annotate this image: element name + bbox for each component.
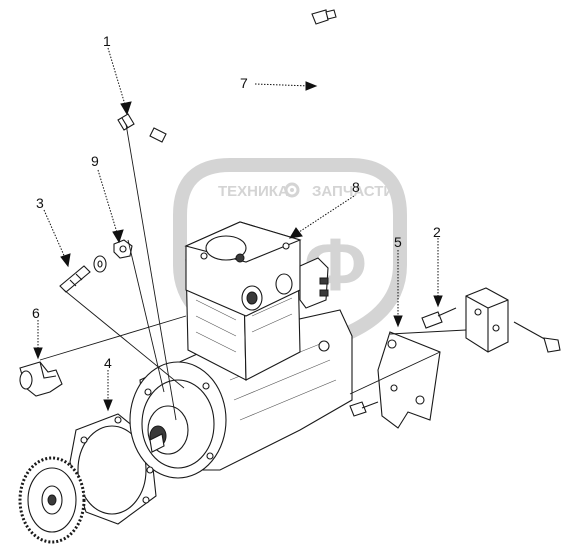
watermark-text-left: ТЕХНИКА (218, 183, 289, 200)
bracket-part-5 (377, 331, 441, 429)
elbow-fitting-part-6 (19, 361, 63, 397)
pipe-assembly (149, 9, 339, 156)
callout-arrows (33, 47, 443, 412)
watermark-text-right: ЗАПЧАСТИ (312, 183, 394, 200)
callout-7: 7 (240, 75, 248, 91)
nut-part-9 (113, 239, 133, 259)
callout-5: 5 (394, 234, 402, 250)
callout-2: 2 (433, 224, 441, 240)
stud-part-3 (59, 265, 91, 293)
compressor-body-part-8 (129, 221, 353, 479)
callout-6: 6 (32, 305, 40, 321)
washer-part-3 (93, 255, 107, 273)
gear-icon (284, 182, 300, 198)
mount-block (465, 287, 509, 353)
callout-8: 8 (352, 179, 360, 195)
bolt-part-2 (421, 307, 457, 329)
bracket-bolt (349, 401, 379, 417)
drive-gear (18, 456, 86, 544)
callout-1: 1 (103, 33, 111, 49)
fitting-part-1 (117, 113, 135, 131)
callout-3: 3 (36, 195, 44, 211)
callout-4: 4 (104, 355, 112, 371)
long-bolt (513, 321, 561, 353)
leader-lines (39, 123, 467, 421)
callout-9: 9 (91, 153, 99, 169)
callout-labels: 1 2 3 4 5 6 7 8 9 (32, 33, 441, 371)
